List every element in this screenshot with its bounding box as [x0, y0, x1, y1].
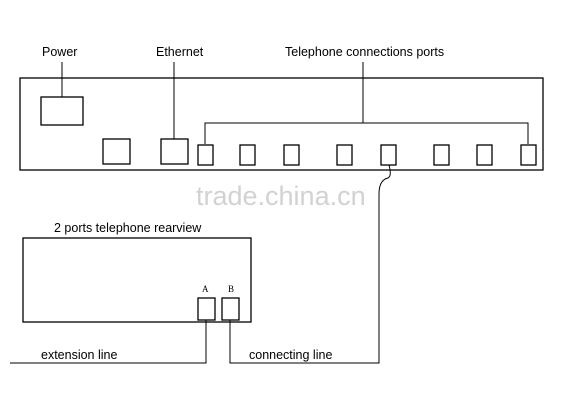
- telephone-rearview-box: [22, 237, 252, 323]
- telephone-port-1: [197, 144, 214, 166]
- port-a-label: A: [202, 284, 209, 294]
- watermark: trade.china.cn: [196, 181, 366, 211]
- aux-port: [102, 138, 131, 165]
- telephone-ports-bracket: [204, 122, 529, 144]
- telephone-port-4: [336, 144, 353, 166]
- telephone-port-6: [433, 144, 450, 166]
- telephone-port-7: [476, 144, 493, 166]
- port-b-label: B: [228, 284, 234, 294]
- telephone-port-5: [380, 144, 397, 166]
- ethernet-port: [160, 138, 189, 165]
- telephone-port-3: [283, 144, 300, 166]
- power-label: Power: [42, 45, 77, 59]
- port-b: [221, 297, 240, 321]
- telephone-port-8: [520, 144, 537, 166]
- telephone-ports-label: Telephone connections ports: [285, 45, 444, 59]
- telephone-rearview-label: 2 ports telephone rearview: [54, 221, 202, 235]
- port-a: [197, 297, 216, 321]
- extension-line-label: extension line: [41, 348, 117, 362]
- main-device: [19, 77, 544, 171]
- extension-line: [10, 320, 207, 364]
- connecting-line-label: connecting line: [249, 348, 332, 362]
- telephone-port-2: [239, 144, 256, 166]
- connecting-line-hook: [378, 164, 391, 195]
- telephone-ports: [197, 144, 537, 166]
- power-switch: [40, 96, 84, 126]
- ethernet-label: Ethernet: [156, 45, 204, 59]
- connecting-line: [229, 194, 380, 364]
